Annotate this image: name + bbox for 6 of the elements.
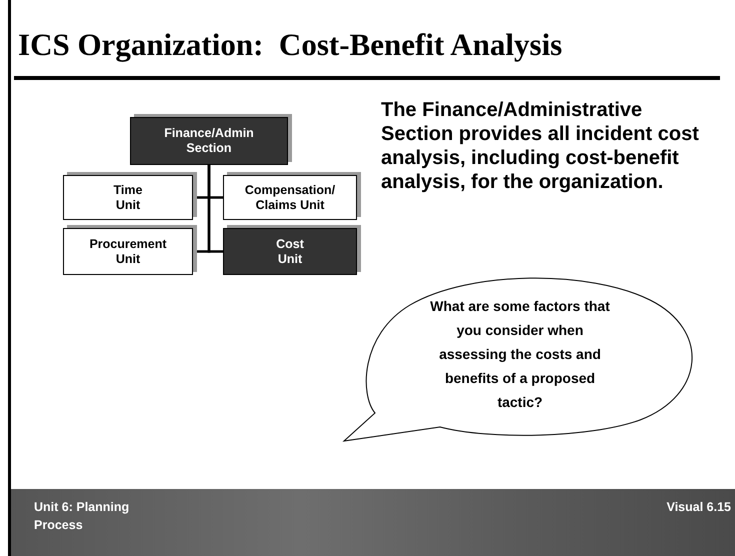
footer-unit-text: Unit 6: Planning Process — [34, 499, 130, 534]
footer-visual-number: Visual 6.15 — [666, 499, 731, 516]
bubble-question: What are some factors that you consider when assessing the costs and benefits of a proposed tactic? — [430, 298, 610, 410]
description-text: The Finance/Administrative Section provides all incident cost analysis, including cost-benefit analysis, for the organization. — [381, 98, 700, 194]
connector-line — [208, 165, 223, 253]
slide-title: ICS Organization: Cost-Benefit Analysis — [18, 26, 562, 64]
